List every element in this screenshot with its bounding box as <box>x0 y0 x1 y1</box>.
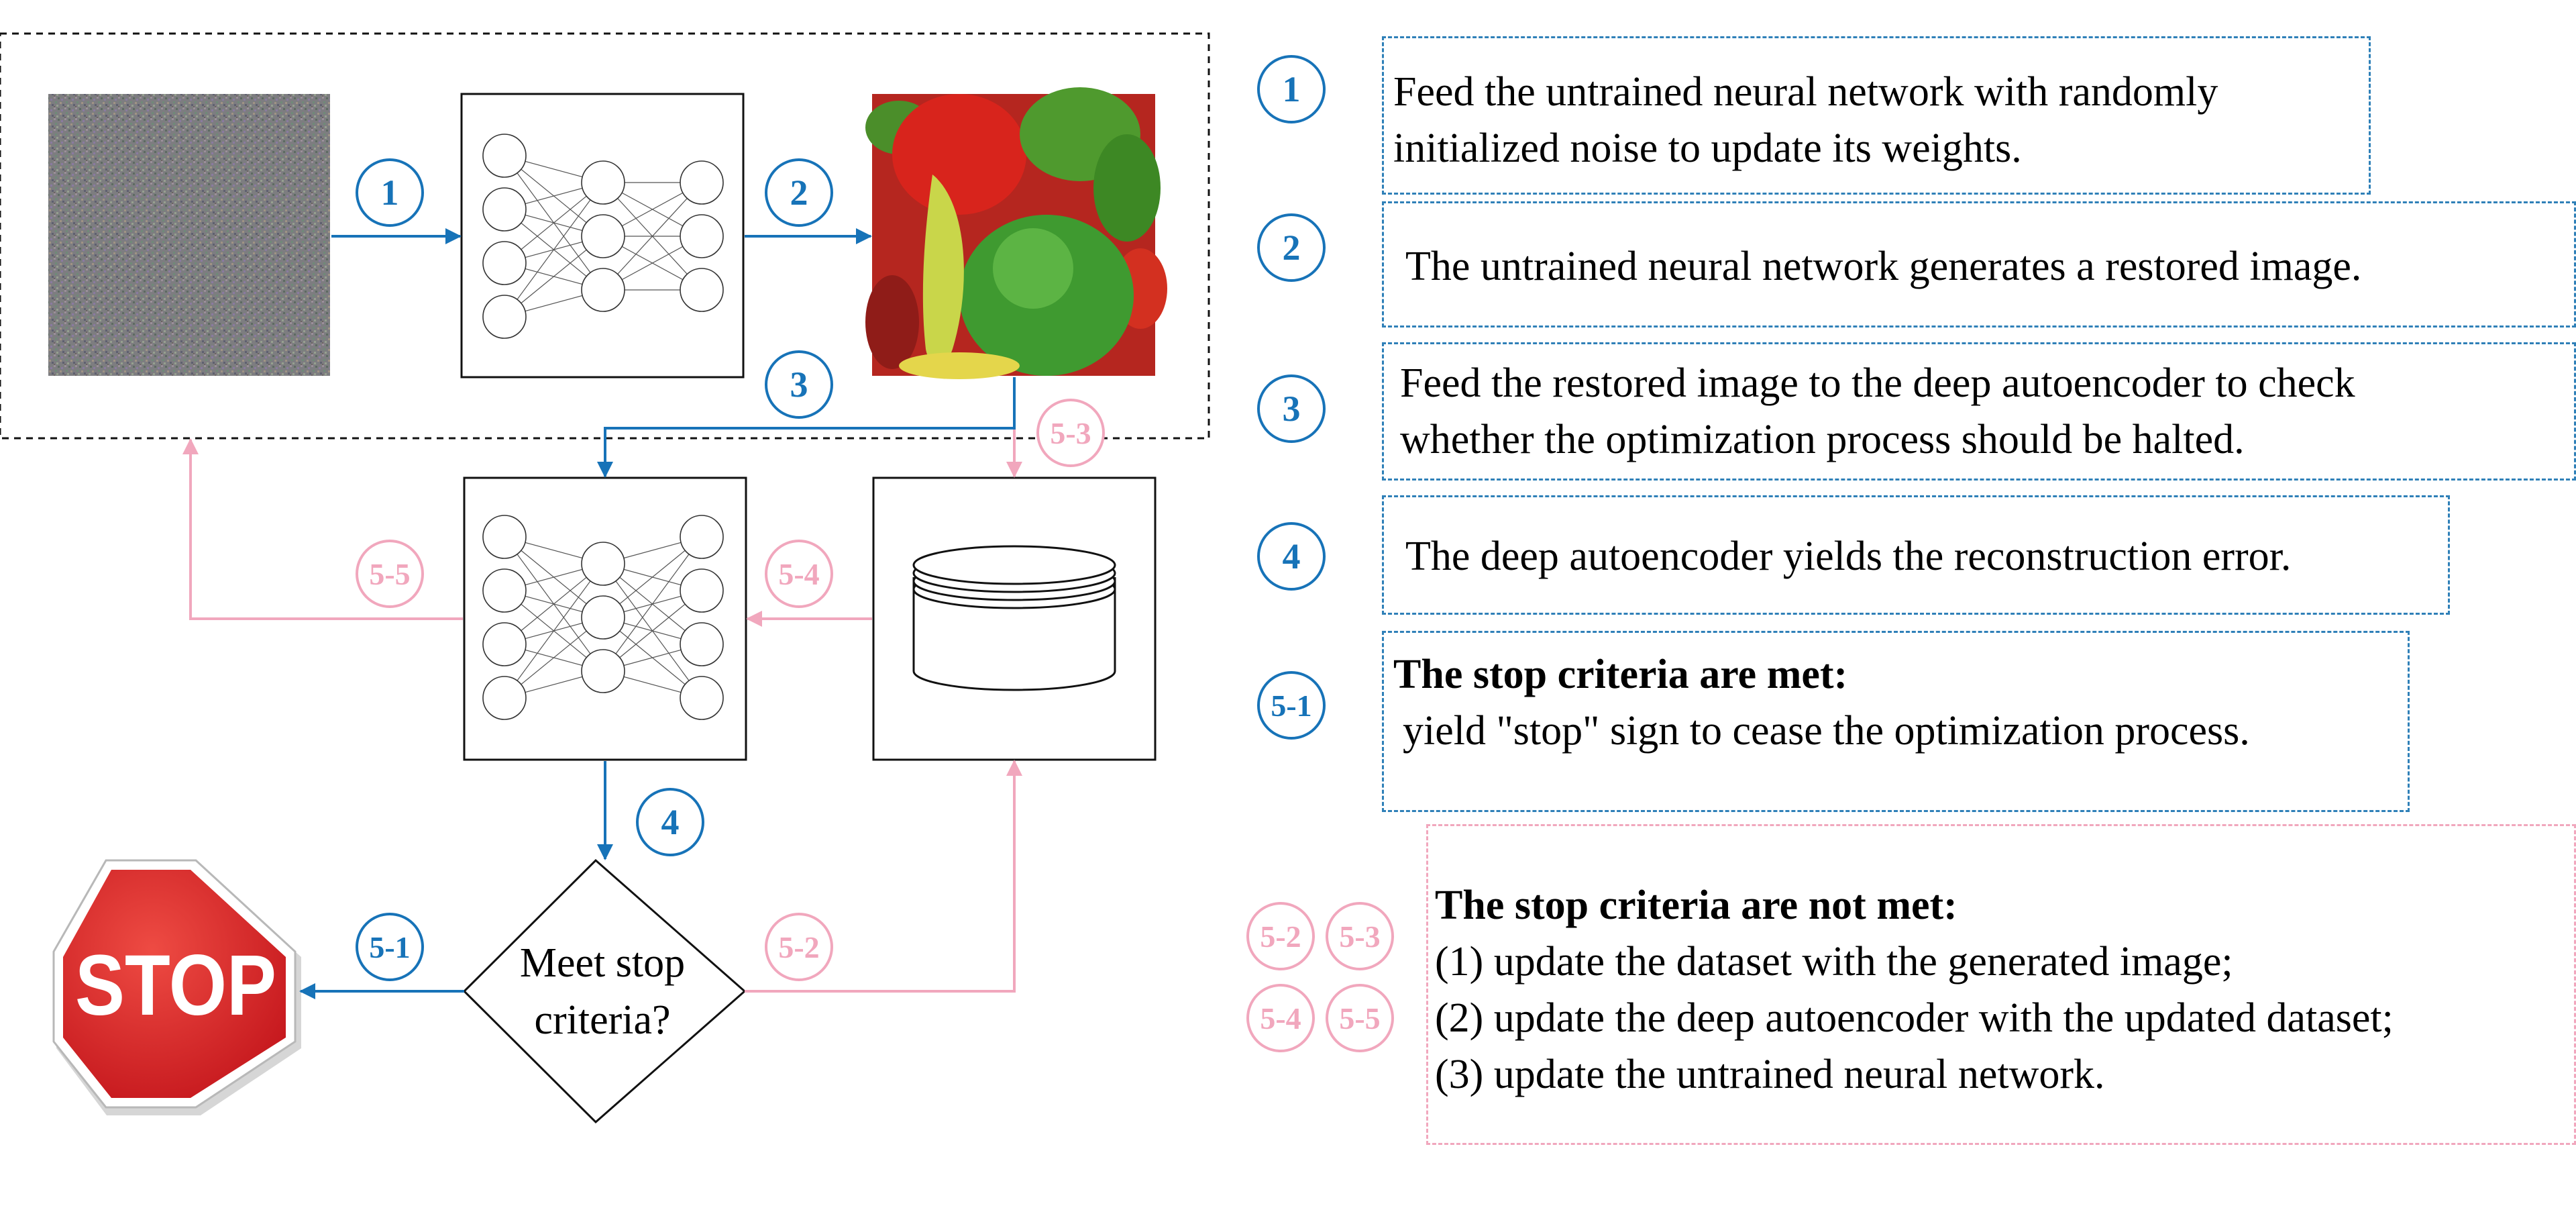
legend-step-3: Feed the restored image to the deep auto… <box>1382 342 2576 481</box>
badge-4: 4 <box>636 788 704 856</box>
badge-1: 1 <box>356 158 424 227</box>
decision-diamond <box>462 858 747 1124</box>
legend-step-2-line1: The untrained neural network generates a… <box>1405 244 2362 289</box>
legend-step-5-1: The stop criteria are met: yield "stop" … <box>1382 631 2410 812</box>
badge-2: 2 <box>765 158 833 227</box>
autoencoder-box <box>463 476 747 761</box>
legend-step-5-not-met: The stop criteria are not met: (1) updat… <box>1426 824 2576 1145</box>
autoencoder-icon <box>482 515 724 720</box>
legend-badge-5-5: 5-5 <box>1326 984 1394 1052</box>
legend-badge-3: 3 <box>1257 374 1326 443</box>
legend-step-4-line1: The deep autoencoder yields the reconstr… <box>1405 534 2292 579</box>
badge-5-5: 5-5 <box>356 540 424 608</box>
badge-5-3: 5-3 <box>1036 399 1105 467</box>
neural-network-icon <box>482 134 724 339</box>
legend-step-2: The untrained neural network generates a… <box>1382 201 2576 328</box>
legend-step-4: The deep autoencoder yields the reconstr… <box>1382 495 2450 615</box>
stop-sign-text: STOP <box>75 938 276 1034</box>
noise-image <box>48 94 330 376</box>
legend-badge-5-3: 5-3 <box>1326 902 1394 970</box>
legend-step-5-not-item-2: (2) update the deep autoencoder with the… <box>1435 995 2394 1041</box>
pepper-image <box>865 87 1167 379</box>
dataset-cylinder-icon <box>912 545 1116 691</box>
decision-label-line2: criteria? <box>534 997 670 1043</box>
legend-step-5-not-item-3: (3) update the untrained neural network. <box>1435 1052 2105 1097</box>
legend-badge-4: 4 <box>1257 522 1326 591</box>
legend-step-1: Feed the untrained neural network with r… <box>1382 36 2371 195</box>
legend-badge-5-1: 5-1 <box>1257 671 1326 740</box>
legend-step-5-not-item-1: (1) update the dataset with the generate… <box>1435 939 2233 985</box>
top-row-dashed-frame <box>0 32 1210 440</box>
legend-badge-5-4: 5-4 <box>1246 984 1315 1052</box>
legend-step-1-line1: Feed the untrained neural network with r… <box>1393 69 2218 115</box>
badge-3: 3 <box>765 350 833 419</box>
untrained-network-box <box>460 93 745 379</box>
legend-badge-5-2: 5-2 <box>1246 902 1315 970</box>
decision-label-line1: Meet stop <box>520 940 685 986</box>
legend-step-3-line1: Feed the restored image to the deep auto… <box>1400 360 2355 406</box>
arrow-5-2-decision-to-dataset <box>745 760 1022 993</box>
legend-badge-2: 2 <box>1257 213 1326 282</box>
legend-step-3-line2: whether the optimization process should … <box>1400 417 2245 462</box>
dataset-box <box>872 476 1157 761</box>
legend-step-5-1-line1: yield "stop" sign to cease the optimizat… <box>1403 708 2250 754</box>
legend-step-5-1-title: The stop criteria are met: <box>1393 652 1848 697</box>
arrow-5-5-autoencoder-to-network <box>182 438 463 620</box>
stop-sign-icon: STOP <box>52 859 301 1115</box>
badge-5-4: 5-4 <box>765 540 833 608</box>
legend-step-5-not-title: The stop criteria are not met: <box>1435 883 1957 928</box>
badge-5-1: 5-1 <box>356 913 424 981</box>
legend-badge-1: 1 <box>1257 55 1326 123</box>
arrow-3-image-to-autoencoder <box>597 377 1016 478</box>
legend-step-1-line2: initialized noise to update its weights. <box>1393 125 2022 171</box>
badge-5-2: 5-2 <box>765 913 833 981</box>
